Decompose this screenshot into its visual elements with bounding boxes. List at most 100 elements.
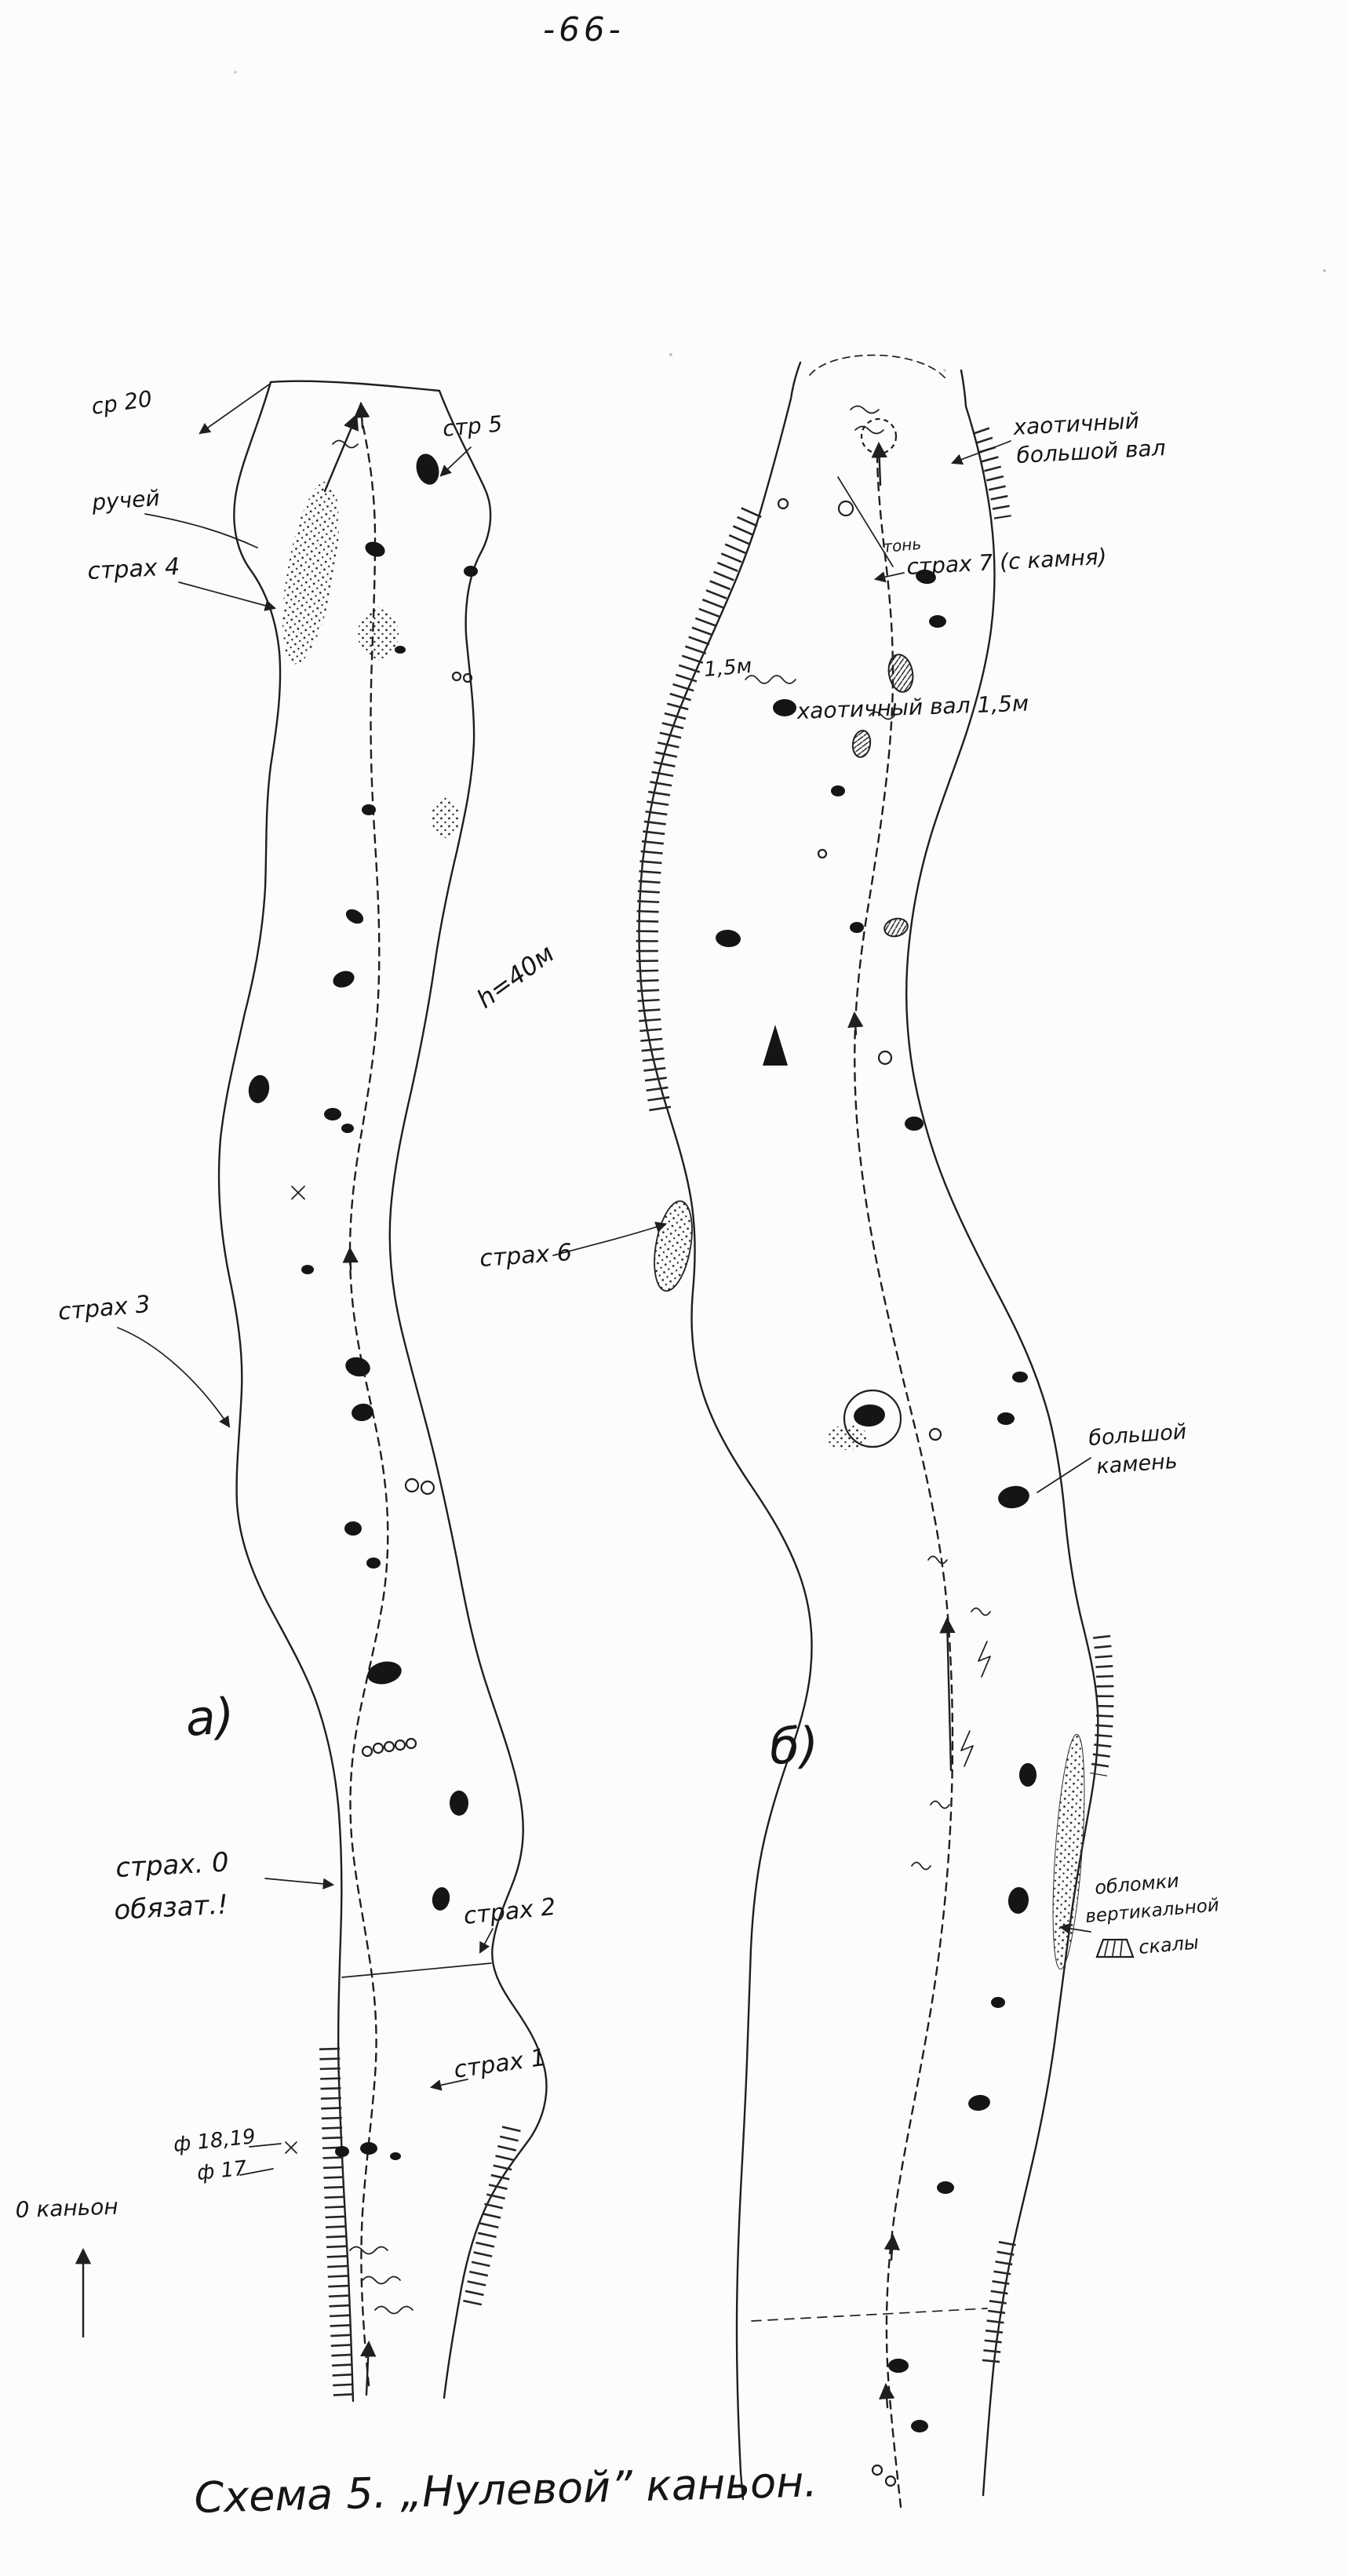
rock	[905, 1117, 924, 1131]
canyon-b-annotation-arrows	[552, 440, 1135, 1958]
label-big-stone-line1: большой	[1088, 1419, 1187, 1451]
canyon-a-top-edge	[269, 380, 441, 392]
stone	[383, 1740, 395, 1753]
label-belay-0-line2: обязат.!	[113, 1889, 228, 1926]
rock	[773, 699, 796, 716]
arrow-from-belay-6	[552, 1222, 668, 1256]
label-photo-18-19: ф 18,19	[173, 2125, 257, 2157]
rock	[716, 929, 741, 948]
hatch-strip	[972, 427, 1011, 519]
canyon-a-route	[323, 401, 389, 2396]
rock	[937, 2181, 954, 2194]
rock	[416, 454, 439, 485]
canyon-b-right-bank	[905, 369, 1099, 2497]
wave-squiggle	[927, 1555, 948, 1565]
label-belay-0-line1: страх. 0	[115, 1846, 229, 1883]
belay-6-scree-patch	[654, 1200, 693, 1292]
rock	[341, 1124, 354, 1133]
hatch-strip	[1090, 1634, 1114, 1776]
wave-squiggle	[911, 1861, 931, 1871]
rock	[333, 971, 355, 988]
rock	[367, 1661, 402, 1685]
arrow-to-photo-20	[199, 384, 270, 435]
scan-specks	[234, 71, 1326, 372]
rock	[335, 2146, 349, 2157]
x-mark	[291, 1186, 305, 1200]
rock	[301, 1265, 314, 1274]
stone	[871, 2464, 883, 2476]
wave-squiggle	[362, 2275, 401, 2285]
stone	[404, 1477, 420, 1493]
label-belay-7: страх 7 (с камня)	[906, 544, 1108, 580]
label-height-1-5: 1,5м	[703, 654, 752, 682]
whirl-dashed-circle	[860, 417, 898, 455]
scree-patch	[432, 797, 460, 838]
route-a-solid-arrow-top	[323, 414, 359, 493]
arrow-from-chaotic-shaft	[950, 440, 1011, 465]
scree-patch	[282, 481, 339, 665]
big-stone-rock	[998, 1485, 1029, 1509]
label-small-note: тонь	[882, 534, 922, 556]
rock	[432, 1887, 450, 1911]
arrow-from-belay-4	[178, 581, 277, 611]
stone	[372, 1742, 384, 1754]
stone	[420, 1480, 435, 1496]
rock	[324, 1108, 341, 1120]
route-line-a	[348, 402, 389, 2387]
label-debris-line2: вертикальной	[1084, 1895, 1220, 1927]
route-b-arrow-top	[871, 441, 887, 486]
scree-patch	[358, 607, 399, 661]
arrow-from-belay-0	[264, 1878, 335, 1890]
route-b-solid-arrow-mid	[939, 1616, 956, 1772]
sketch-a: ср 20 стр 5 ручей страх 4 страх 3 а) стр…	[15, 380, 557, 2403]
rock	[929, 615, 946, 628]
canyon-a-banks	[217, 380, 548, 2403]
label-belay-6: страх 6	[479, 1239, 573, 1273]
hatch-strip	[982, 2240, 1016, 2371]
stone	[361, 1745, 373, 1758]
rock	[450, 1791, 468, 1816]
hatched-rock	[851, 730, 872, 758]
stone	[405, 1737, 417, 1750]
wave-squiggle	[332, 439, 359, 449]
circled-rock-outline	[843, 1389, 902, 1448]
rock	[1007, 1887, 1029, 1914]
route-b-arrow-mid	[847, 1011, 864, 1036]
label-canyon-0: 0 каньон	[15, 2193, 118, 2223]
rock	[850, 922, 864, 933]
route-a-arrow-top	[353, 401, 370, 429]
belay-7-rock-line	[837, 476, 894, 567]
wave-squiggle	[930, 1800, 950, 1809]
canyon-a-right-bank	[388, 389, 548, 2399]
sketch-b: хаотичный большой вал тонь страх 7 (с ка…	[471, 354, 1220, 2509]
stone	[451, 671, 462, 682]
label-sketch-a: а)	[184, 1687, 236, 1747]
wave-squiggle	[850, 405, 880, 414]
rock	[360, 2142, 377, 2155]
stone	[817, 848, 828, 859]
canyon-b-route	[847, 417, 956, 2509]
label-chaotic-shaft-1-5: хаотичный вал 1,5м	[796, 690, 1029, 724]
zigzag-drop	[978, 1641, 991, 1678]
label-debris-line3: скалы	[1138, 1931, 1200, 1958]
rock	[831, 785, 845, 796]
figure-caption: Схема 5. „Нулевой” каньон.	[194, 2457, 818, 2523]
stone	[394, 1739, 406, 1751]
rock	[345, 909, 364, 924]
label-photo-20: ср 20	[89, 385, 154, 419]
rock	[464, 566, 478, 577]
label-belay-1: страх 1	[452, 2044, 548, 2084]
rock	[352, 1403, 373, 1422]
route-a-arrow-mid	[342, 1246, 359, 1271]
canyon-b-top-arc	[809, 354, 949, 382]
route-b-arrow-low	[883, 2233, 901, 2261]
label-belay-3: страх 3	[57, 1291, 151, 1326]
stone	[837, 500, 854, 517]
rock	[344, 1521, 362, 1536]
canyon-b-marks	[745, 405, 991, 1871]
hatch-strip	[319, 2047, 354, 2398]
route-b-arrow-bottom	[879, 2382, 895, 2409]
rock	[968, 2094, 990, 2111]
canyon-b-rocks	[716, 497, 1037, 2487]
